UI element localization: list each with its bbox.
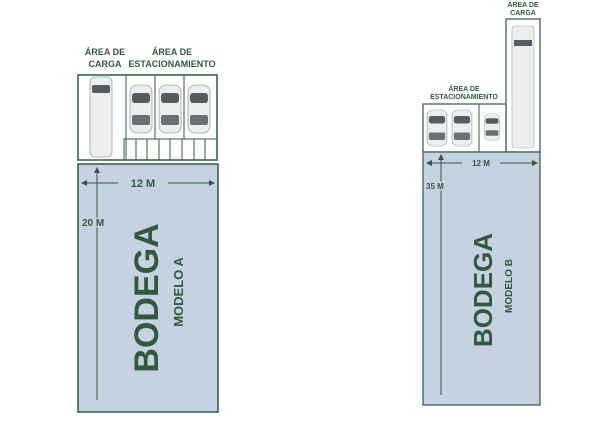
parking-area-label: ESTACIONAMIENTO: [430, 94, 498, 101]
car-icon: [187, 84, 211, 134]
length-dimension: 20 M: [82, 218, 104, 229]
model-b: ÁREA DE CARGA ÁREA DE ESTACIONAMIENTO 12…: [422, 0, 541, 406]
warehouse-a: [77, 163, 219, 413]
parking-area-label: ESTACIONAMIENTO: [128, 59, 215, 69]
parking-area-label: ÁREA DE: [152, 47, 192, 57]
warehouse-model: MODELO B: [504, 259, 515, 313]
loading-area-label: ÁREA DE: [85, 47, 125, 57]
warehouse-title: BODEGA: [128, 223, 166, 372]
loading-area-label: CARGA: [510, 10, 536, 17]
car-icon: [483, 113, 501, 141]
warehouse-title: BODEGA: [468, 233, 498, 347]
loading-area-label: CARGA: [89, 59, 122, 69]
van-icon: [426, 109, 448, 147]
warehouse-b: [422, 151, 541, 406]
width-dimension: 12 M: [131, 178, 155, 190]
van-icon: [451, 109, 473, 147]
width-dimension: 12 M: [472, 159, 490, 168]
warehouse-model: MODELO A: [171, 257, 186, 327]
model-a: ÁREA DE CARGA ÁREA DE ESTACIONAMIENTO 12…: [77, 47, 219, 413]
truck-icon: [511, 25, 535, 149]
bike-slots: [123, 138, 218, 161]
car-icon: [158, 84, 182, 134]
length-dimension: 35 M: [426, 182, 444, 191]
car-icon: [129, 84, 153, 134]
van-icon: [89, 76, 113, 158]
loading-area-label: ÁREA DE: [507, 0, 539, 9]
parking-area-label: ÁREA DE: [448, 84, 480, 93]
